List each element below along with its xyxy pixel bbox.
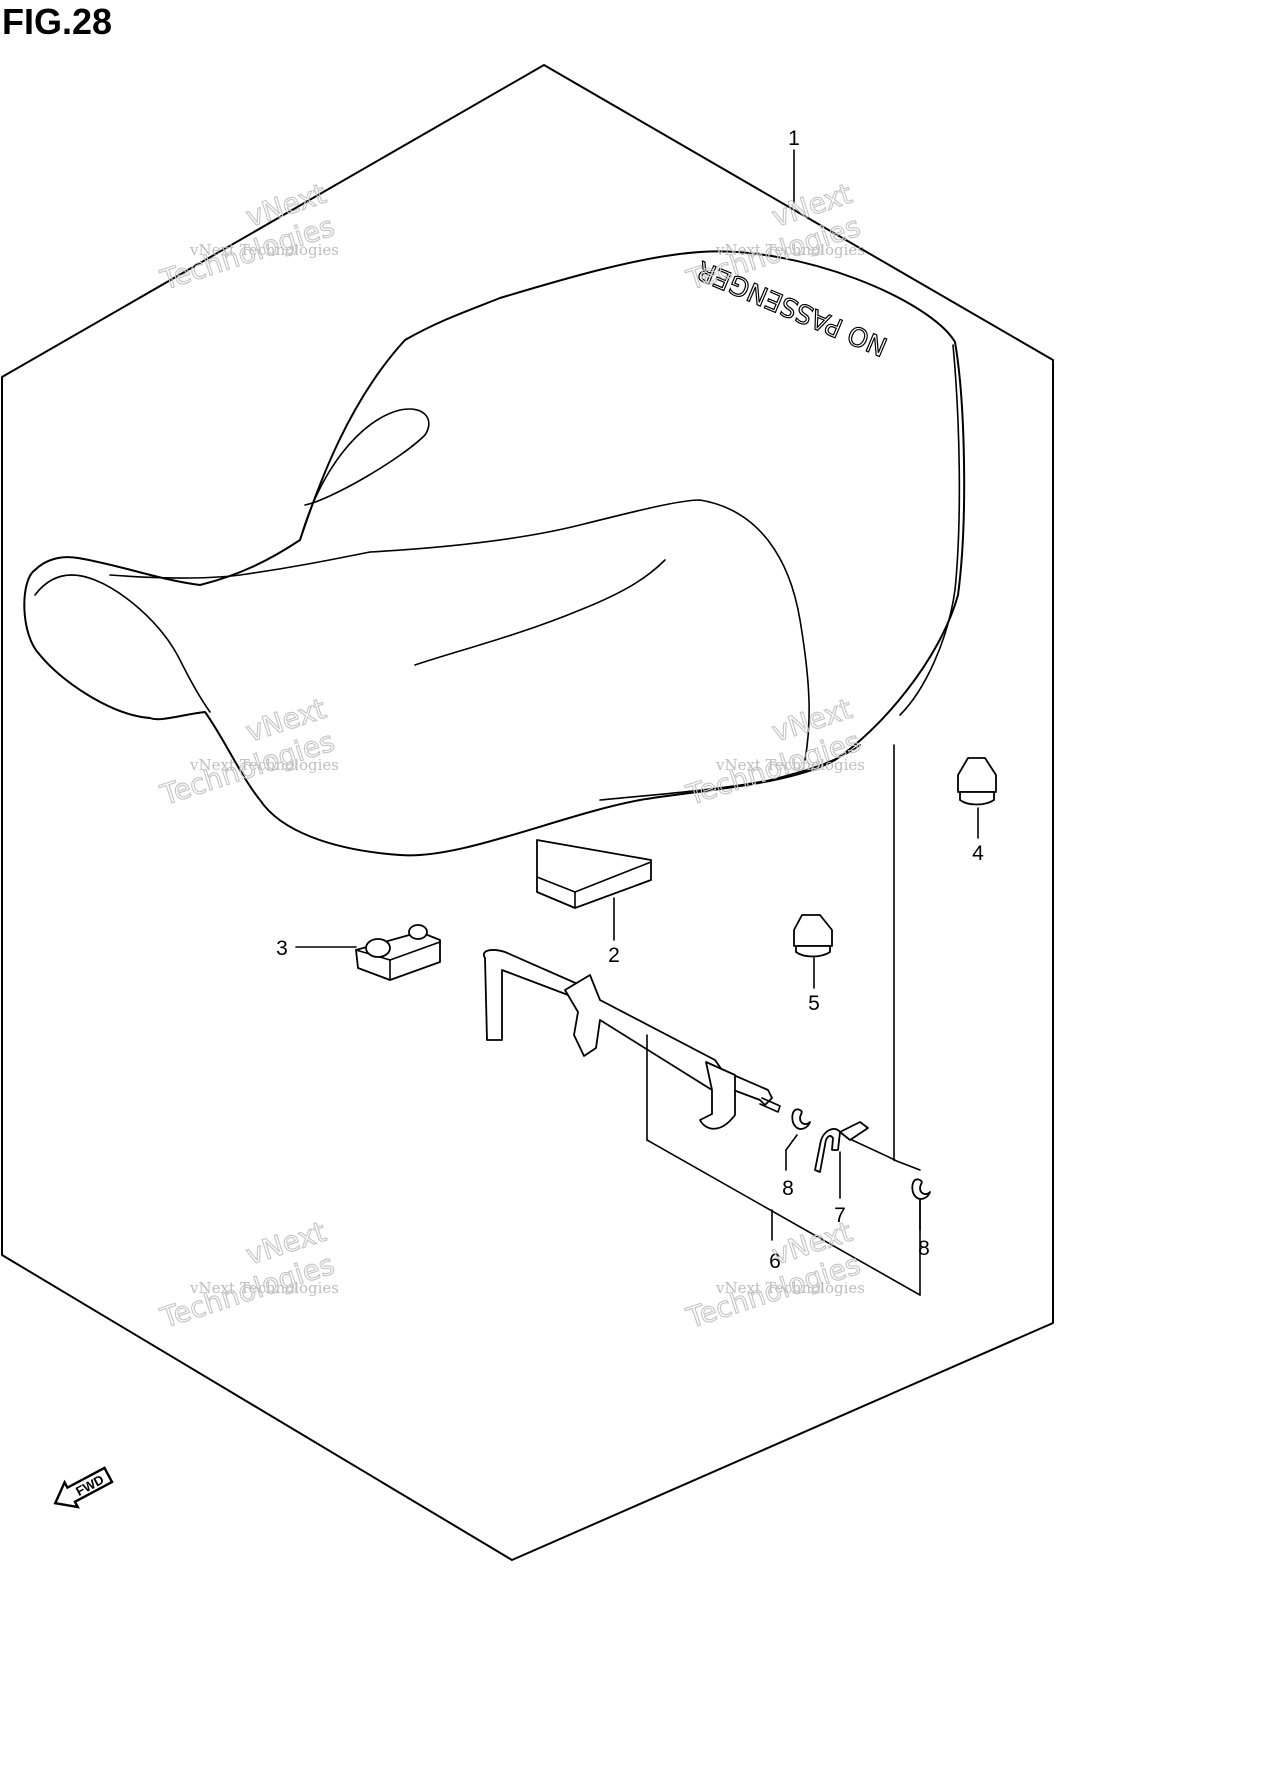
callout-8b: 8 — [918, 1237, 930, 1260]
svg-text:vNext Technologies: vNext Technologies — [189, 756, 339, 774]
fwd-arrow-icon: FWD — [53, 1466, 114, 1509]
callout-6: 6 — [769, 1250, 781, 1273]
watermark-4: vNext vNext Technologies Technologies — [681, 691, 865, 812]
callout-3: 3 — [276, 937, 288, 960]
watermark-1: vNext vNext Technologies Technologies — [155, 176, 339, 297]
eclip-part-8b[interactable] — [911, 1178, 931, 1200]
callout-5: 5 — [808, 992, 820, 1015]
svg-text:vNext Technologies: vNext Technologies — [189, 241, 339, 259]
block-part[interactable] — [355, 924, 441, 981]
lock-rod-part[interactable] — [482, 949, 781, 1130]
svg-text:vNext Technologies: vNext Technologies — [715, 1279, 865, 1297]
svg-text:vNext Technologies: vNext Technologies — [715, 756, 865, 774]
callout-7: 7 — [834, 1204, 846, 1227]
figure-title: FIG.28 — [2, 1, 113, 42]
svg-text:vNext Technologies: vNext Technologies — [189, 1279, 339, 1297]
svg-text:vNext Technologies: vNext Technologies — [715, 241, 865, 259]
callout-2: 2 — [608, 944, 620, 967]
callout-4: 4 — [972, 842, 984, 865]
eclip-part-8a[interactable] — [791, 1108, 811, 1130]
watermark-5: vNext vNext Technologies Technologies — [155, 1214, 339, 1335]
callout-1: 1 — [788, 127, 800, 150]
callout-8a: 8 — [782, 1177, 794, 1200]
pad-part[interactable] — [536, 839, 652, 909]
nut-part-4[interactable] — [957, 757, 997, 806]
watermark-2: vNext vNext Technologies Technologies — [681, 176, 865, 297]
nut-part-5[interactable] — [793, 914, 833, 958]
watermark-6: vNext vNext Technologies Technologies — [681, 1214, 865, 1335]
watermark-3: vNext vNext Technologies Technologies — [155, 691, 339, 812]
clip-part[interactable] — [814, 1121, 896, 1173]
diagram-frame — [1, 64, 1054, 1561]
